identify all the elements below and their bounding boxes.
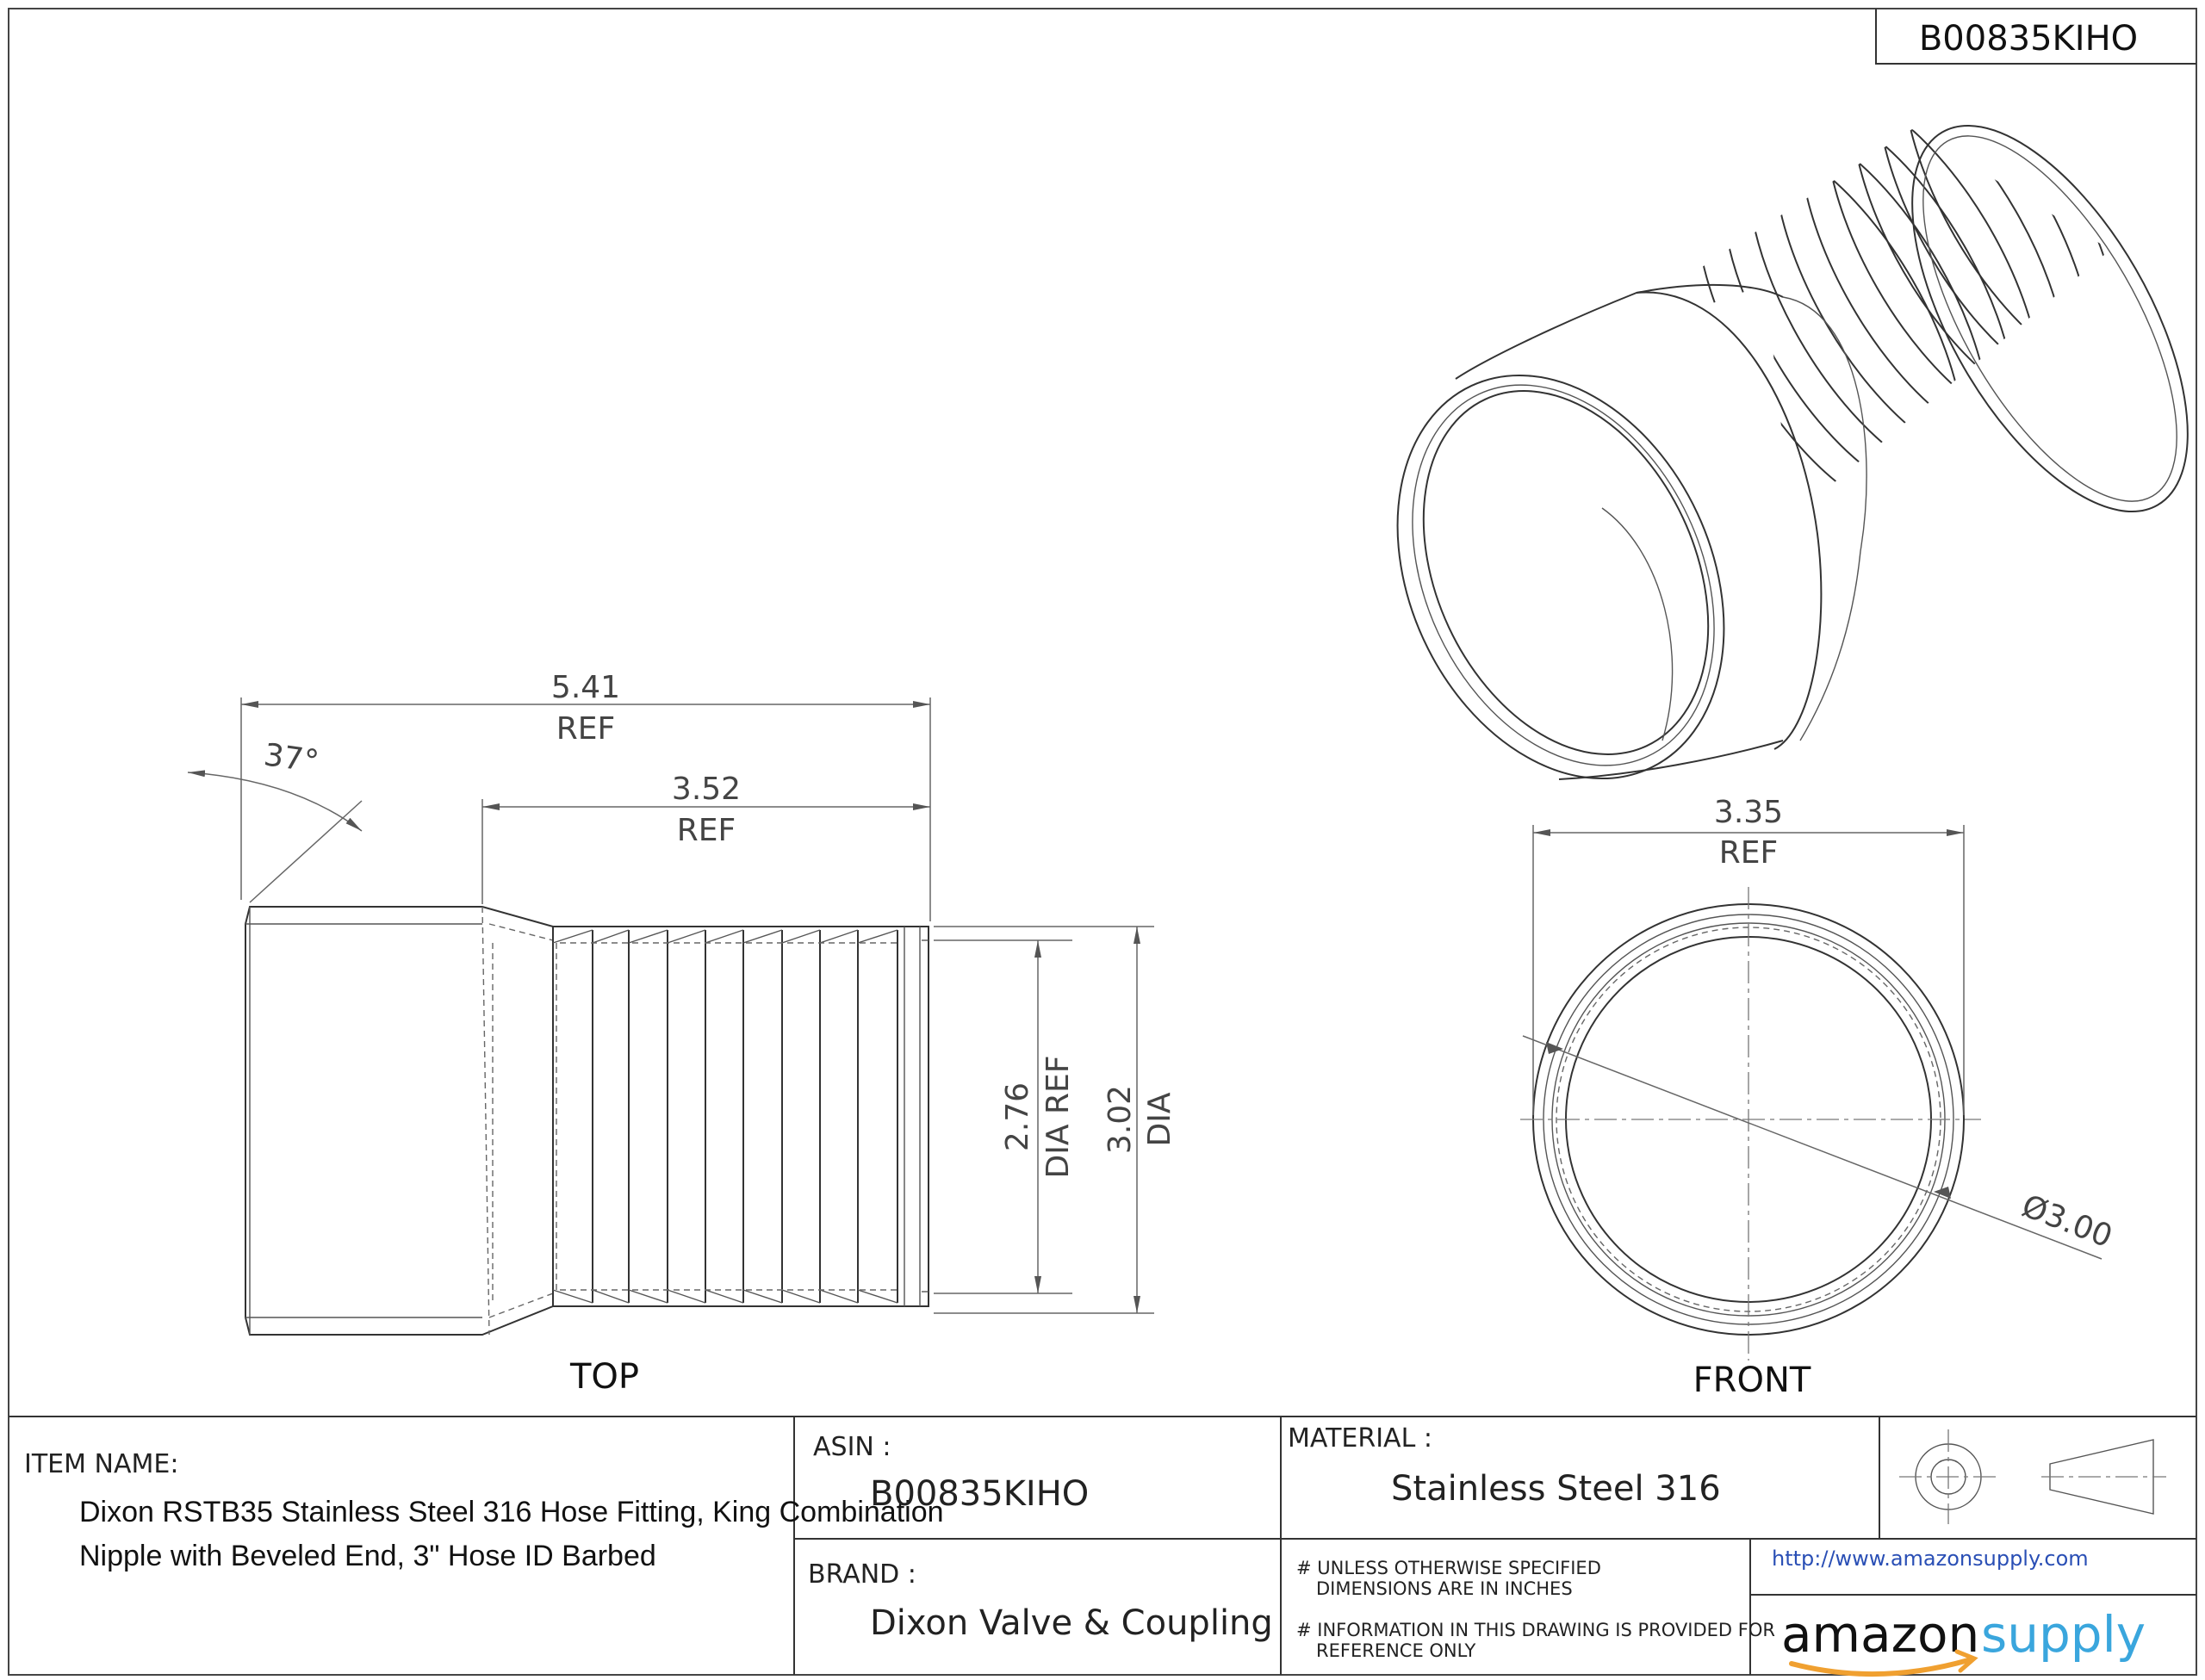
item-name-line2: Nipple with Beveled End, 3" Hose ID Barb… <box>79 1540 656 1572</box>
material-value: Stainless Steel 316 <box>1391 1469 1721 1509</box>
asin-label: ASIN : <box>813 1432 891 1462</box>
dim-barb-length-note: REF <box>677 813 736 848</box>
barb-grooves <box>552 927 929 1306</box>
note1-line1: # UNLESS OTHERWISE SPECIFIED <box>1296 1558 1601 1578</box>
front-view: Ø3.00 3.35 REF FRONT <box>1520 795 2117 1400</box>
dim-overall-length: 5.41 <box>551 670 620 705</box>
title-block: ITEM NAME: Dixon RSTB35 Stainless Steel … <box>9 1416 2196 1677</box>
drawing-id-box: B00835KIHO <box>1875 9 2196 65</box>
dim-front-width: 3.35 <box>1714 795 1783 830</box>
view-label-top: TOP <box>569 1357 639 1397</box>
view-label-front: FRONT <box>1693 1361 1811 1400</box>
logo-text-amazon: amazon <box>1781 1605 1979 1664</box>
top-view: 5.41 REF 3.52 REF 37° 2.76 DIA REF 3.02 … <box>187 670 1177 1397</box>
item-name-label: ITEM NAME: <box>24 1449 178 1479</box>
item-name-line1: Dixon RSTB35 Stainless Steel 316 Hose Fi… <box>79 1496 944 1528</box>
logo-text-supply: supply <box>1981 1605 2146 1664</box>
dim-barb-length: 3.52 <box>672 772 741 807</box>
projection-symbol <box>1899 1429 2166 1524</box>
amazon-supply-logo: amazon supply <box>1781 1605 2146 1677</box>
drawing-id: B00835KIHO <box>1919 19 2138 59</box>
dim-overall-length-note: REF <box>556 711 615 747</box>
dim-inner-dia-note: DIA REF <box>1040 1056 1076 1179</box>
dim-outer-dia-note: DIA <box>1142 1092 1177 1146</box>
smile-arrow-icon <box>1789 1658 1971 1677</box>
brand-value: Dixon Valve & Coupling <box>870 1603 1273 1643</box>
dim-outer-dia: 3.02 <box>1102 1085 1138 1154</box>
note1-line2: DIMENSIONS ARE IN INCHES <box>1316 1578 1573 1599</box>
asin-value: B00835KIHO <box>870 1474 1089 1514</box>
dim-inner-dia: 2.76 <box>1000 1082 1035 1151</box>
dim-bevel-angle: 37° <box>262 737 321 779</box>
dim-front-width-note: REF <box>1719 835 1778 871</box>
material-label: MATERIAL : <box>1288 1423 1432 1454</box>
note2-line1: # INFORMATION IN THIS DRAWING IS PROVIDE… <box>1296 1620 1775 1640</box>
website-url[interactable]: http://www.amazonsupply.com <box>1772 1547 2089 1571</box>
smile-arrow-head-icon <box>1954 1649 1978 1673</box>
sheet-border <box>8 8 2197 1676</box>
note2-line2: REFERENCE ONLY <box>1316 1640 1476 1661</box>
brand-label: BRAND : <box>808 1559 916 1590</box>
isometric-view <box>1396 124 2189 780</box>
